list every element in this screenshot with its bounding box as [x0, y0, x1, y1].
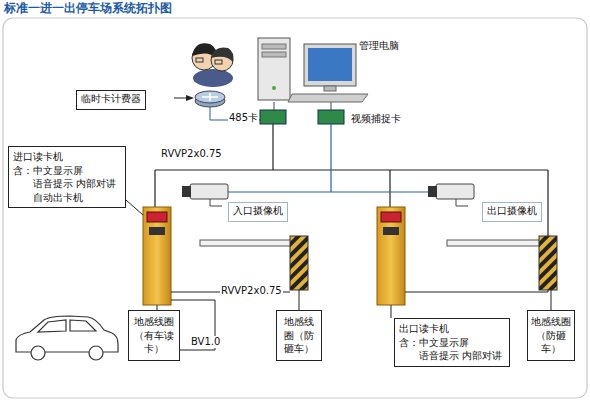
node-heading: 地感线圈（防砸车） — [280, 315, 318, 356]
loop-box: 地感线圈（有车读卡） — [128, 310, 180, 361]
loop-box: 地感线圈（防砸车） — [527, 310, 575, 361]
exit-barrier — [447, 236, 557, 290]
rs485-card — [260, 110, 286, 124]
wire — [274, 102, 331, 110]
camera-label: 出口摄像机 — [482, 202, 542, 222]
arrow-head — [186, 95, 194, 101]
cable-label: BV1.0 — [190, 336, 221, 348]
capture-card — [318, 110, 344, 124]
node-heading: 进口读卡机 — [13, 150, 121, 164]
entry-camera — [182, 184, 228, 206]
card-label: 视频捕捉卡 — [350, 113, 402, 125]
reader-callout: 出口读卡机含：中文显示屏 语音提示 内部对讲 — [394, 318, 510, 367]
exit-camera — [428, 184, 474, 206]
computer-label: 管理电脑 — [358, 40, 400, 52]
node-heading: 临时卡计费器 — [81, 92, 141, 106]
frame — [3, 18, 587, 398]
entry-barrier — [200, 236, 308, 290]
operator-icon — [192, 43, 233, 87]
rvvp-bus — [155, 124, 548, 240]
entry-reader — [143, 207, 171, 305]
node-heading: 出口摄像机 — [487, 204, 537, 218]
loop-box: 地感线圈（防砸车） — [276, 310, 322, 361]
billing-box: 临时卡计费器 — [76, 90, 146, 110]
video-bus — [218, 124, 458, 192]
card-label: 485卡 — [228, 112, 259, 124]
car-illustration — [16, 316, 118, 360]
node-body: 含：中文显示屏 语音提示 内部对讲 自动出卡机 — [13, 164, 121, 205]
leader-line — [126, 200, 143, 215]
cable-label: RVVP2x0.75 — [160, 148, 223, 160]
computer-illustration — [258, 38, 368, 102]
node-heading: 入口摄像机 — [233, 204, 283, 218]
camera-label: 入口摄像机 — [228, 202, 288, 222]
exit-reader — [377, 207, 405, 305]
cable-label: RVVP2x0.75 — [220, 285, 283, 297]
node-heading: 地感线圈（防砸车） — [531, 315, 571, 356]
reader-callout: 进口读卡机含：中文显示屏 语音提示 内部对讲 自动出卡机 — [8, 146, 126, 208]
diagram-title: 标准一进一出停车场系统拓扑图 — [4, 0, 172, 17]
node-heading: 出口读卡机 — [399, 322, 505, 336]
billing-device — [195, 91, 225, 107]
node-body: 含：中文显示屏 语音提示 内部对讲 — [399, 336, 505, 363]
node-heading: 地感线圈（有车读卡） — [132, 315, 176, 356]
